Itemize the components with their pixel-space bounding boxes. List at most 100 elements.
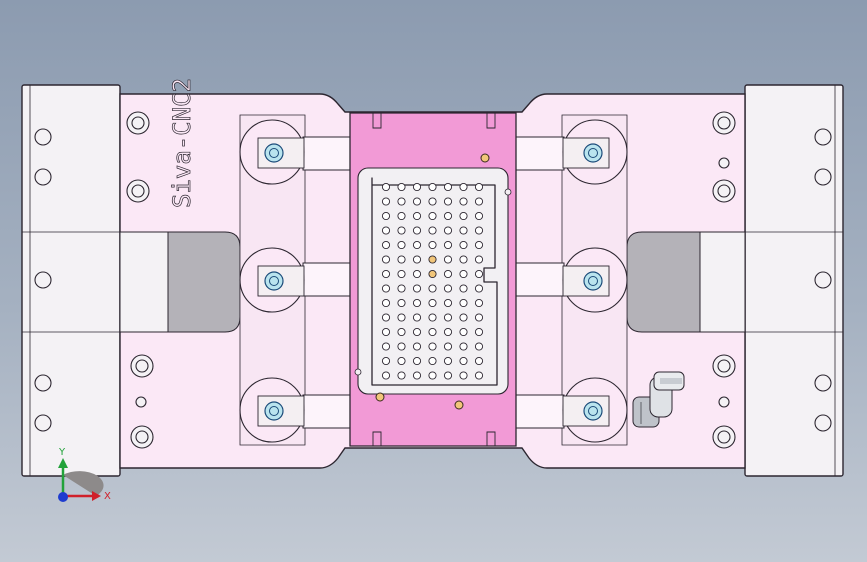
ejector-pin xyxy=(412,327,422,337)
right-pocket xyxy=(699,231,746,333)
ejector-pin xyxy=(443,356,453,366)
ejector-pin xyxy=(474,182,484,192)
ejector-pin xyxy=(397,342,406,351)
ejector-pin xyxy=(443,182,453,192)
ejector-pin xyxy=(412,298,422,308)
ejector-pin xyxy=(443,240,453,250)
ejector-pin xyxy=(428,269,437,279)
ejector-pin xyxy=(474,211,484,221)
gate-markers xyxy=(354,153,512,410)
ejector-pin xyxy=(381,226,391,235)
ejector-pin xyxy=(443,211,453,221)
ejector-pin xyxy=(412,269,422,279)
clamp-arms xyxy=(302,136,565,429)
ejector-pin xyxy=(412,226,422,235)
pneumatic-fitting-icon[interactable] xyxy=(632,371,685,428)
ejector-pin xyxy=(443,255,453,264)
ejector-pin xyxy=(412,255,422,264)
ejector-pin xyxy=(381,240,391,250)
z-axis-dot xyxy=(58,492,68,502)
ejector-pin xyxy=(459,284,468,293)
base-plate-holes xyxy=(34,128,832,432)
ejector-pin xyxy=(474,298,484,308)
ejector-pin xyxy=(459,197,468,206)
ejector-pin xyxy=(412,313,422,322)
ejector-pin xyxy=(381,313,391,322)
ejector-pin xyxy=(474,269,484,279)
ejector-pin xyxy=(474,240,484,250)
ejector-pin xyxy=(381,284,391,293)
ejector-pin xyxy=(428,182,437,192)
ejector-pin xyxy=(381,255,391,264)
ejector-pin xyxy=(428,313,437,322)
ejector-pin xyxy=(443,313,453,322)
cooling-channel xyxy=(371,177,498,386)
clamp-middle-left[interactable] xyxy=(239,247,305,313)
ejector-pin-grid xyxy=(381,182,484,380)
ejector-pin xyxy=(397,371,406,380)
ejector-pin xyxy=(474,284,484,293)
ejector-pin xyxy=(459,226,468,235)
ejector-pin xyxy=(443,342,453,351)
ejector-pin xyxy=(459,269,468,279)
ejector-pin xyxy=(459,313,468,322)
ejector-pin xyxy=(381,269,391,279)
y-axis-label: Y xyxy=(58,447,66,458)
ejector-pin xyxy=(428,197,437,206)
ejector-pin xyxy=(459,342,468,351)
clamp-bottom-right[interactable] xyxy=(562,377,628,443)
ejector-pin xyxy=(443,197,453,206)
inner-cavity-block[interactable] xyxy=(357,167,509,395)
left-pocket xyxy=(119,231,169,333)
ejector-pin xyxy=(459,182,468,192)
ejector-pin xyxy=(428,211,437,221)
ejector-pin xyxy=(459,211,468,221)
ejector-pin xyxy=(443,226,453,235)
ejector-pin xyxy=(459,356,468,366)
clamp-top-left[interactable] xyxy=(239,119,305,185)
engraving-text: Siva-CNC2 xyxy=(168,78,196,208)
clamp-bottom-left[interactable] xyxy=(239,377,305,443)
ejector-pin xyxy=(397,284,406,293)
ejector-pin xyxy=(428,298,437,308)
ejector-pin xyxy=(428,356,437,366)
coordinate-triad: X Y xyxy=(58,447,111,502)
clamp-middle-right[interactable] xyxy=(562,247,628,313)
ejector-pin xyxy=(428,327,437,337)
clamp-top-right[interactable] xyxy=(562,119,628,185)
ejector-pin xyxy=(428,342,437,351)
ejector-pin xyxy=(412,342,422,351)
ejector-pin xyxy=(397,255,406,264)
ejector-pin xyxy=(459,255,468,264)
ejector-pin xyxy=(381,182,391,192)
ejector-pin xyxy=(397,356,406,366)
ejector-pin xyxy=(474,226,484,235)
ejector-pin xyxy=(459,240,468,250)
ejector-pin xyxy=(474,255,484,264)
ejector-pin xyxy=(459,371,468,380)
ejector-pin xyxy=(428,371,437,380)
ejector-pin xyxy=(443,298,453,308)
ejector-pin xyxy=(474,327,484,337)
ejector-pin xyxy=(397,211,406,221)
ejector-pin xyxy=(412,182,422,192)
ejector-pin xyxy=(443,371,453,380)
ejector-pin xyxy=(397,313,406,322)
ejector-pin xyxy=(443,269,453,279)
x-axis-label: X xyxy=(104,491,111,502)
ejector-pin xyxy=(381,298,391,308)
ejector-pin xyxy=(381,342,391,351)
ejector-pin xyxy=(443,284,453,293)
ejector-pin xyxy=(428,284,437,293)
ejector-pin xyxy=(474,356,484,366)
frame-bolt-holes xyxy=(126,111,736,449)
ejector-pin xyxy=(412,240,422,250)
ejector-pin xyxy=(428,240,437,250)
ejector-pin xyxy=(474,371,484,380)
ejector-pin xyxy=(381,211,391,221)
ejector-pin xyxy=(381,327,391,337)
ejector-pin xyxy=(381,371,391,380)
ejector-pin xyxy=(443,327,453,337)
